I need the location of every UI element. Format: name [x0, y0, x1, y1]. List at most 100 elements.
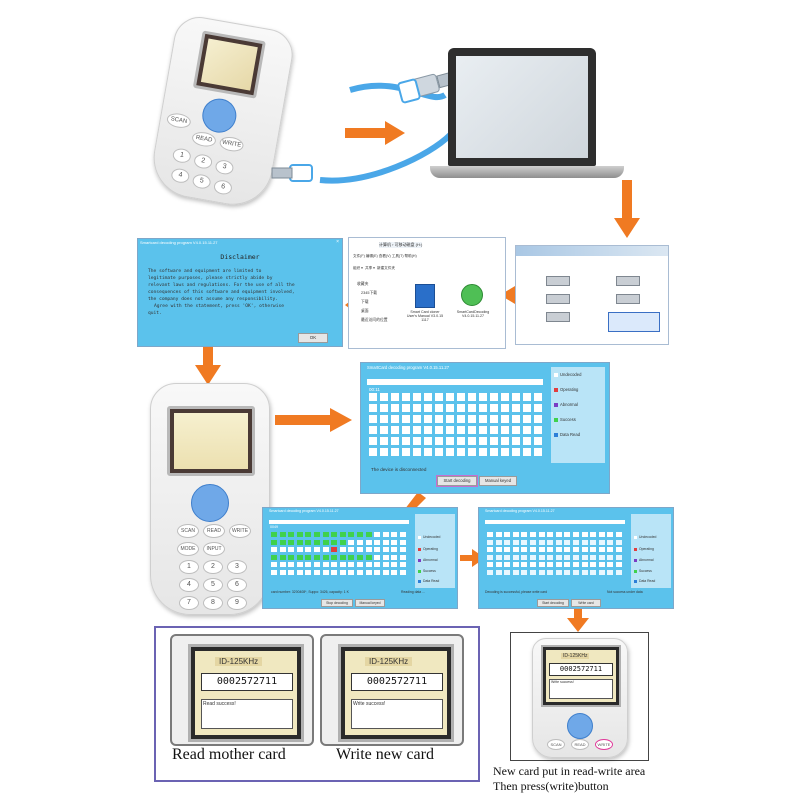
- sector-cell: [365, 539, 372, 545]
- sector-cell: [296, 547, 303, 553]
- sector-cell: [369, 437, 377, 445]
- sector-cell: [402, 393, 410, 401]
- toolbar-item[interactable]: 组织 ▾: [353, 266, 363, 270]
- sector-cell: [369, 415, 377, 423]
- legend-undecoded: Undecoded: [423, 535, 441, 539]
- sector-cell: [521, 547, 528, 553]
- sector-grid: [369, 393, 545, 463]
- success-window-title-bar: Smartcard decoding program V4.0.15.11.27: [485, 509, 555, 513]
- menu-item[interactable]: 编辑(E): [365, 254, 378, 258]
- main-window-title-bar: SmartCard decoding program V4.0.15.11.27: [367, 365, 450, 370]
- legend-abnormal: Abnormal: [639, 558, 654, 562]
- key-digit: 5: [203, 578, 223, 592]
- sector-cell: [555, 562, 562, 568]
- menu-item[interactable]: 工具(T): [391, 254, 404, 258]
- decode-progress-bar: [269, 520, 409, 524]
- explorer-window-drives: [515, 245, 669, 345]
- toolbar-item[interactable]: 新建文件夹: [377, 266, 395, 270]
- sector-cell: [487, 547, 493, 553]
- start-decoding-button[interactable]: Start decoding: [537, 599, 569, 607]
- sector-cell: [380, 404, 388, 412]
- sector-cell: [547, 532, 554, 537]
- sector-cell: [590, 547, 597, 553]
- sector-cell: [534, 437, 542, 445]
- key-read: READ: [203, 524, 225, 538]
- start-decoding-button[interactable]: Start decoding: [436, 475, 478, 487]
- sector-cell: [479, 437, 487, 445]
- sector-cell: [288, 539, 295, 545]
- message-box: [351, 699, 443, 729]
- legend-operating: Operating: [423, 547, 438, 551]
- key-write-highlighted[interactable]: WRITE: [595, 739, 613, 750]
- menu-item[interactable]: 帮助(H): [404, 254, 417, 258]
- sector-cell: [314, 554, 320, 560]
- sector-cell: [296, 554, 303, 560]
- sector-cell: [374, 554, 381, 560]
- sidebar-item[interactable]: 最近访问的位置: [361, 318, 388, 322]
- drive-icon[interactable]: [546, 276, 570, 286]
- manual-keyed-button[interactable]: Manual keyed: [479, 476, 517, 486]
- sector-cell: [530, 554, 536, 560]
- sector-cell: [374, 547, 381, 553]
- legend-swatch-operating: [634, 548, 637, 551]
- sidebar-item[interactable]: 收藏夹: [357, 282, 369, 286]
- sector-cell: [382, 562, 389, 568]
- sector-cell: [322, 562, 329, 568]
- sector-cell: [457, 437, 465, 445]
- sector-cell: [424, 426, 432, 434]
- legend-data-read: Data Read: [560, 432, 581, 437]
- sector-cell: [402, 448, 410, 456]
- sector-cell: [369, 404, 377, 412]
- sector-cell: [564, 562, 571, 568]
- sector-cell: [616, 554, 622, 560]
- sector-cell: [590, 570, 597, 575]
- sector-cell: [271, 562, 277, 568]
- stop-decoding-button[interactable]: Stop decoding: [321, 599, 353, 607]
- drive-icon[interactable]: [546, 312, 570, 322]
- sector-cell: [523, 426, 531, 434]
- drive-icon[interactable]: [546, 294, 570, 304]
- sector-cell: [314, 547, 320, 553]
- menu-item[interactable]: 文件(F): [353, 254, 365, 258]
- drive-icon[interactable]: [616, 294, 640, 304]
- key-digit: 4: [179, 578, 199, 592]
- sector-cell: [382, 532, 389, 537]
- toolbar-item[interactable]: 共享 ▾: [365, 266, 375, 270]
- sector-cell: [547, 554, 554, 560]
- sector-cell: [322, 554, 329, 560]
- sector-cell: [288, 532, 295, 537]
- laptop-icon: [448, 48, 596, 166]
- sidebar-item[interactable]: 桌面: [361, 309, 369, 313]
- disclaimer-close-icon[interactable]: ×: [336, 239, 339, 245]
- sector-cell: [457, 415, 465, 423]
- file-name[interactable]: Smart Card cloner User's Manual V3.0.15 …: [406, 310, 444, 322]
- sector-cell: [435, 437, 443, 445]
- sector-cell: [348, 539, 355, 545]
- file-name[interactable]: SmartCardDecoding V4.0.15.11.27: [456, 310, 490, 318]
- manual-keyed-button[interactable]: Manual keyed: [355, 599, 385, 607]
- sidebar-item[interactable]: 2345下载: [361, 291, 378, 295]
- word-file-icon[interactable]: [415, 284, 435, 308]
- key-digit: 4: [170, 167, 191, 185]
- disclaimer-ok-button[interactable]: OK: [298, 333, 328, 343]
- sector-cell: [271, 570, 277, 575]
- decode-legend-panel: [415, 514, 455, 588]
- sector-cell: [501, 393, 509, 401]
- arrow-right-2: [275, 408, 352, 432]
- decoder-app-icon[interactable]: [461, 284, 483, 306]
- legend-swatch-undecoded: [634, 536, 637, 539]
- key-digit: 1: [171, 147, 192, 165]
- removable-drive-highlight[interactable]: [608, 312, 660, 332]
- drive-icon[interactable]: [616, 276, 640, 286]
- menu-item[interactable]: 查看(V): [378, 254, 391, 258]
- sector-cell: [400, 532, 406, 537]
- sector-cell: [391, 415, 399, 423]
- write-card-button[interactable]: Write card: [571, 599, 601, 607]
- sector-cell: [530, 532, 536, 537]
- card-type-label: ID-125KHz: [561, 653, 590, 659]
- sector-cell: [538, 532, 545, 537]
- sector-cell: [487, 554, 493, 560]
- sidebar-item[interactable]: 下载: [361, 300, 369, 304]
- sector-cell: [521, 562, 528, 568]
- reading-status: Reading data ...: [401, 590, 425, 594]
